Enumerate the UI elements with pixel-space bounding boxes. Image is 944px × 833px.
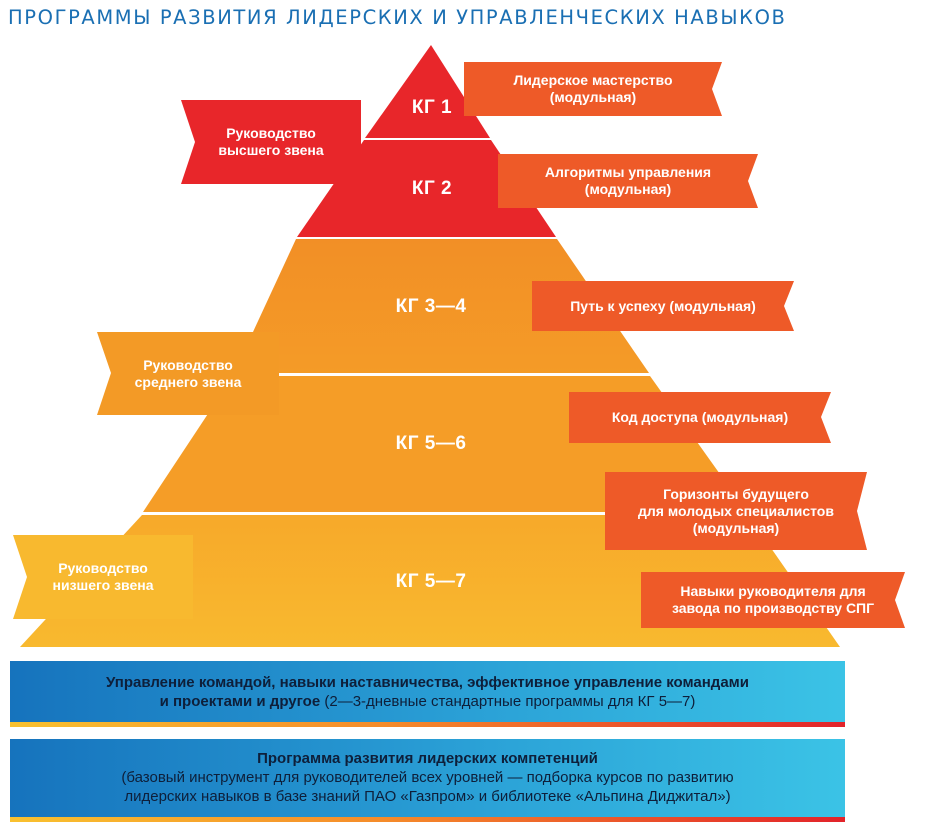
- program-2-line2: (модульная): [584, 181, 672, 197]
- tier-label-kg1: КГ 1: [411, 97, 453, 118]
- tier-label-kg2: КГ 2: [411, 178, 453, 199]
- pyramid-tier-kg1: [365, 45, 490, 138]
- program-5-line3: (модульная): [692, 519, 780, 536]
- band-team-management: Управление командой, навыки наставничест…: [10, 661, 845, 727]
- band-1-bold2: и проектами и другое: [159, 693, 321, 710]
- program-3-line1: Путь к успеху (модульная): [570, 297, 756, 314]
- program-flag-2: Алгоритмы управления(модульная): [498, 154, 758, 208]
- level-middle-line2: среднего звена: [134, 373, 242, 390]
- level-top-line2: высшего звена: [218, 142, 324, 158]
- level-top-line1: Руководство: [226, 125, 316, 141]
- band-leadership-competencies: Программа развития лидерских компетенций…: [10, 739, 845, 822]
- program-1-line1: Лидерское мастерство: [513, 72, 673, 88]
- pyramid-tier-kg2: [297, 140, 556, 237]
- program-6-line1: Навыки руководителя для: [680, 583, 866, 599]
- program-2-line1: Алгоритмы управления: [544, 164, 712, 180]
- program-5-line1: Горизонты будущего: [663, 485, 809, 502]
- program-4-line1: Код доступа (модульная): [611, 409, 789, 425]
- band-2-line2: (базовый инструмент для руководителей вс…: [121, 769, 734, 786]
- level-lower-line1: Руководство: [58, 560, 148, 576]
- program-6-line2: завода по производству СПГ: [671, 600, 875, 616]
- program-flag-1: Лидерское мастерство(модульная): [464, 62, 722, 116]
- tier-label-kg3-4: КГ 3—4: [395, 296, 467, 317]
- band-1-normal: (2—3-дневные стандартные программы для К…: [320, 693, 696, 710]
- page-title: ПРОГРАММЫ РАЗВИТИЯ ЛИДЕРСКИХ И УПРАВЛЕНЧ…: [8, 6, 787, 29]
- program-flag-4: Код доступа (модульная): [569, 392, 831, 443]
- band-2-line3: лидерских навыков в базе знаний ПАО «Газ…: [124, 788, 731, 805]
- pyramid-tier-kg3-4: [234, 239, 649, 373]
- tier-label-kg5-6: КГ 5—6: [395, 433, 467, 454]
- tier-label-kg5-7: КГ 5—7: [395, 571, 467, 592]
- band-1-bold1: Управление командой, навыки наставничест…: [106, 674, 749, 691]
- level-lower-line2: низшего звена: [52, 577, 154, 593]
- program-5-line2: для молодых специалистов: [638, 502, 834, 519]
- band-2-bold1: Программа развития лидерских компетенций: [257, 750, 598, 767]
- program-flag-3: Путь к успеху (модульная): [532, 281, 794, 331]
- program-1-line2: (модульная): [549, 89, 637, 105]
- level-middle-line1: Руководство: [143, 356, 233, 373]
